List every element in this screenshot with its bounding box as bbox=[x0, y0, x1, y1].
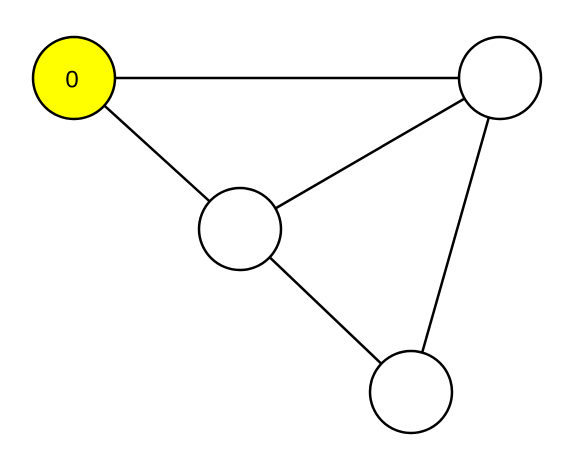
nodes-layer: 0 bbox=[31, 35, 543, 435]
node-b-circle bbox=[457, 35, 543, 121]
node-a-circle bbox=[31, 35, 117, 121]
node-c-circle bbox=[197, 186, 283, 272]
graph-node-d bbox=[368, 349, 454, 435]
edge-b-d bbox=[409, 76, 502, 394]
graph-node-c bbox=[197, 186, 283, 272]
edge-b-c bbox=[238, 76, 502, 231]
graph-node-b bbox=[457, 35, 543, 121]
graph-node-a: 0 bbox=[31, 35, 117, 121]
node-a-label: 0 bbox=[65, 67, 78, 94]
node-d-circle bbox=[368, 349, 454, 435]
edges-layer bbox=[72, 76, 502, 394]
